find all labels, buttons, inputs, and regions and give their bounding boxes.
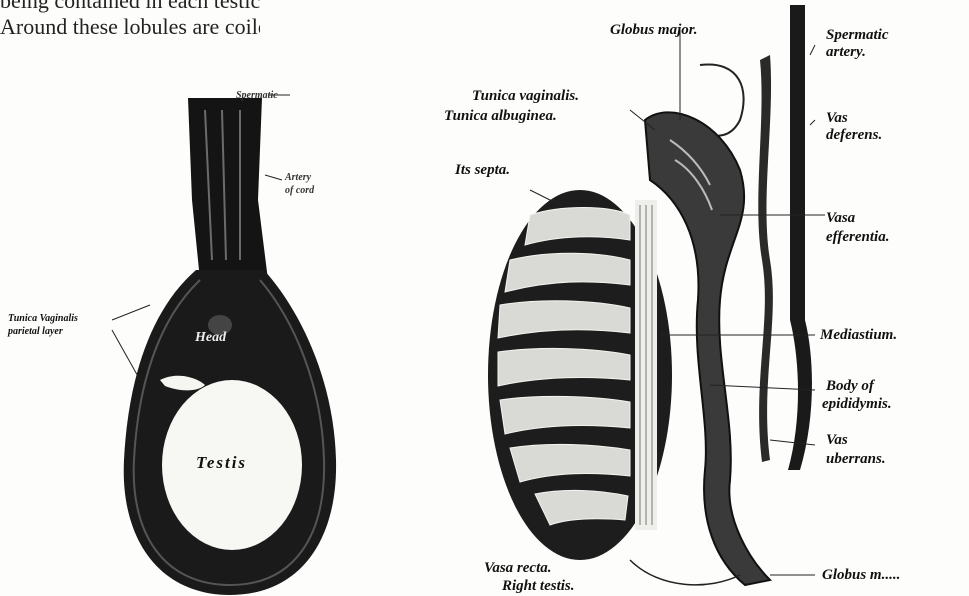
left-testis-illustration — [0, 80, 360, 596]
left-label-testis: Testis — [196, 455, 247, 471]
label-vasa-recta: Vasa recta. — [484, 560, 552, 576]
label-spermatic-artery-1: Spermatic — [826, 27, 889, 43]
label-mediastinum: Mediastium. — [820, 327, 897, 343]
label-body-of-epididymis-1: Body of — [826, 378, 874, 394]
label-its-septa: Its septa. — [455, 162, 510, 178]
label-vasa-efferentia-1: Vasa — [826, 210, 855, 226]
label-vas-aberrans-2: uberrans. — [826, 451, 886, 467]
label-right-testis: Right testis. — [502, 578, 575, 594]
label-spermatic-artery-2: artery. — [826, 44, 866, 60]
left-label-spermatic: Spermatic — [236, 90, 278, 101]
label-globus-major: Globus major. — [610, 22, 698, 38]
label-body-of-epididymis-2: epididymis. — [822, 396, 892, 412]
left-label-tunica-vaginalis: Tunica Vaginalis — [8, 313, 78, 324]
label-tunica-albuginea: Tunica albuginea. — [444, 108, 557, 124]
spermatic-artery — [758, 55, 773, 462]
vas-deferens — [788, 5, 812, 470]
label-globus-minor: Globus m..... — [822, 567, 900, 583]
label-vas-aberrans-1: Vas — [826, 432, 848, 448]
left-label-artery: Artery — [285, 172, 311, 183]
label-vas-deferens-1: Vas — [826, 110, 848, 126]
body-text-line-2: Around these lobules are coiled — [0, 12, 260, 42]
label-vasa-efferentia-2: efferentia. — [826, 229, 889, 245]
label-vas-deferens-2: deferens. — [826, 127, 882, 143]
left-label-of-cord: of cord — [285, 185, 314, 196]
left-label-parietal-layer: parietal layer — [8, 326, 63, 337]
spermatic-cord — [188, 98, 268, 280]
left-label-head: Head — [195, 330, 226, 346]
label-tunica-vaginalis: Tunica vaginalis. — [472, 88, 579, 104]
